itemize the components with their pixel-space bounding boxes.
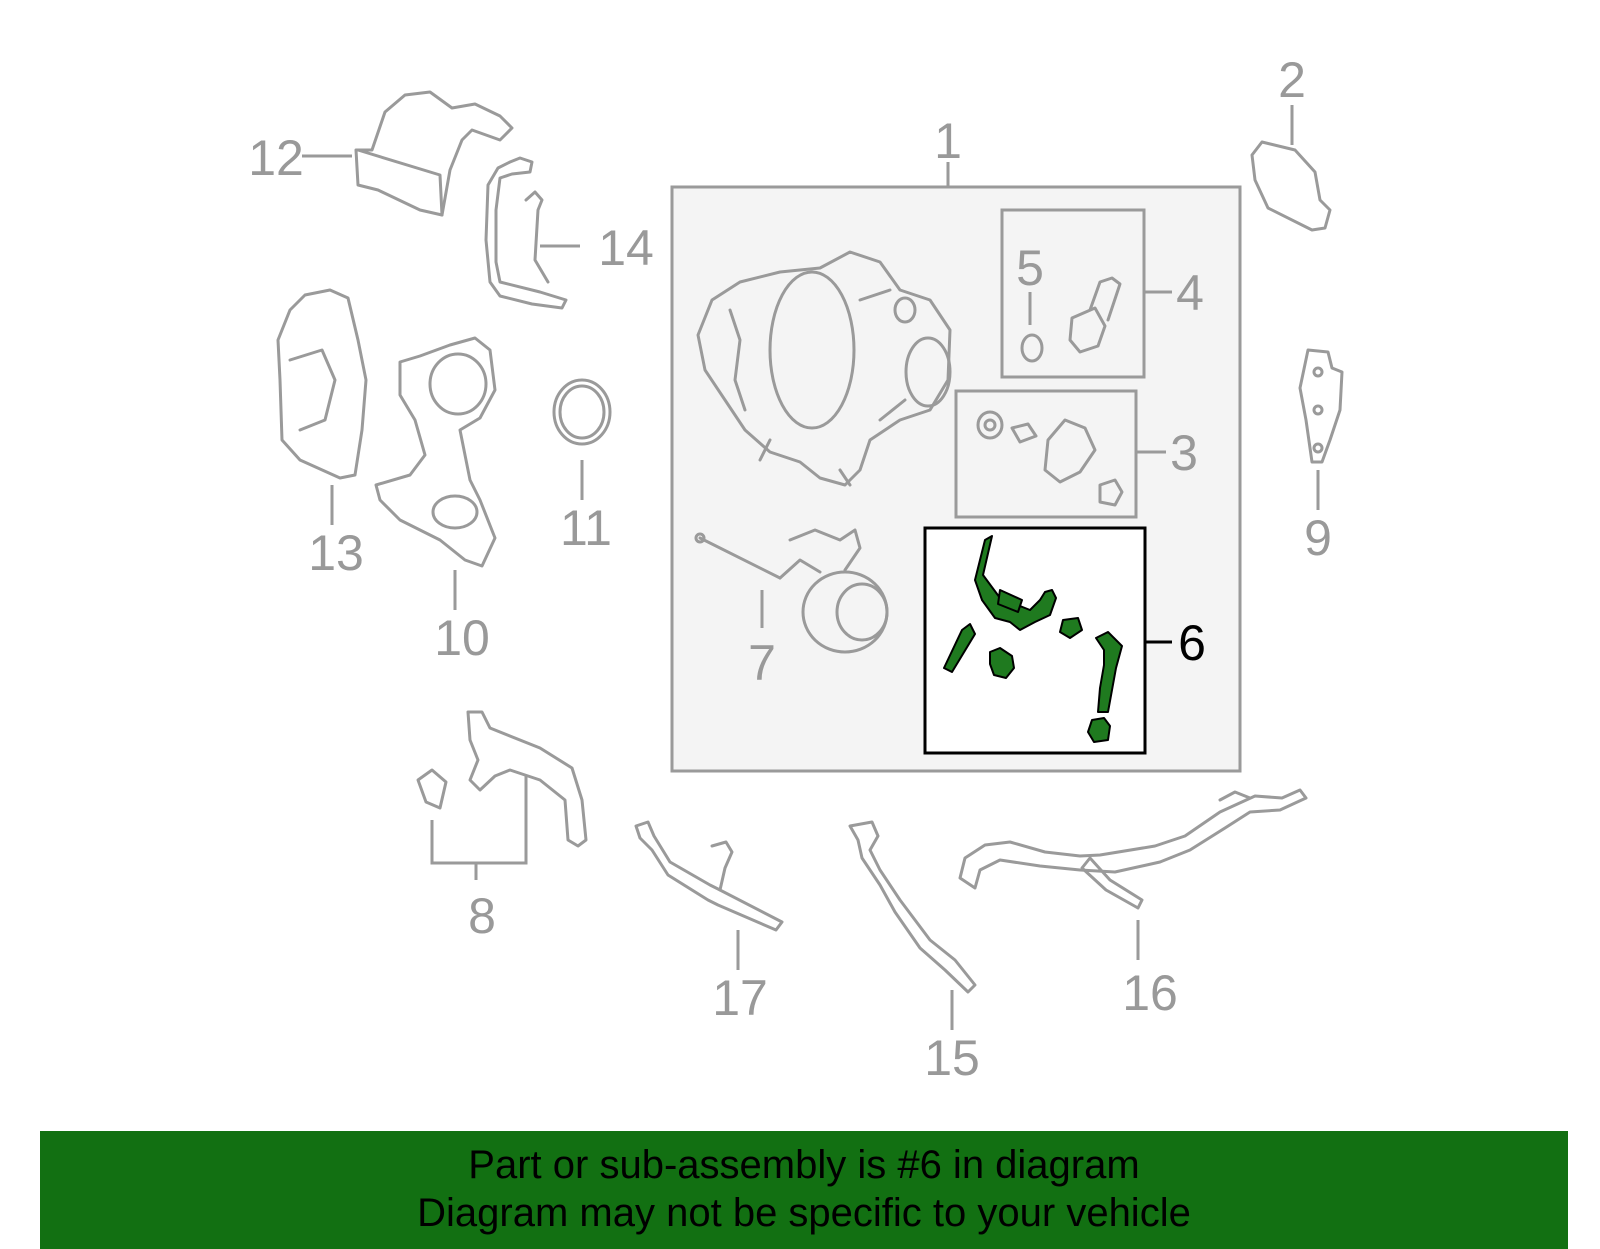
callout-3: 3 xyxy=(1170,425,1198,481)
callout-17: 17 xyxy=(712,970,768,1026)
turbocharger-part xyxy=(696,250,952,487)
part-12-heat-shield xyxy=(354,90,514,217)
callout-6: 6 xyxy=(1178,615,1206,671)
banner-line-2: Diagram may not be specific to your vehi… xyxy=(417,1191,1191,1235)
part-10-exhaust-pipe xyxy=(374,336,497,568)
callout-14: 14 xyxy=(598,220,654,276)
part-9-bracket xyxy=(1298,348,1344,464)
callout-4: 4 xyxy=(1176,265,1204,321)
callout-13: 13 xyxy=(308,525,364,581)
part-6-oil-line-kit xyxy=(943,535,1123,743)
part-16-oil-tube xyxy=(958,788,1308,910)
part-2-gasket xyxy=(1250,140,1332,232)
part-11-gasket-ring xyxy=(552,378,612,446)
part-8-brackets xyxy=(416,710,588,848)
banner-line-1: Part or sub-assembly is #6 in diagram xyxy=(468,1143,1140,1187)
callout-10: 10 xyxy=(434,610,490,666)
callout-11: 11 xyxy=(560,500,612,556)
part-4-fitting xyxy=(1068,276,1122,354)
part-14-oil-tube xyxy=(484,156,568,310)
part-13-shield xyxy=(276,288,368,480)
callout-9: 9 xyxy=(1304,510,1332,566)
callout-5: 5 xyxy=(1016,240,1044,296)
callout-1: 1 xyxy=(934,113,962,169)
callout-12: 12 xyxy=(248,130,304,186)
info-banner: Part or sub-assembly is #6 in diagram Di… xyxy=(40,1131,1568,1249)
part-15-oil-tube xyxy=(848,820,977,994)
part-3-fittings xyxy=(976,410,1124,507)
callout-16: 16 xyxy=(1122,965,1178,1021)
callout-2: 2 xyxy=(1278,52,1306,108)
callout-15: 15 xyxy=(924,1030,980,1086)
sub-box-4 xyxy=(1000,208,1146,379)
part-5-oring xyxy=(1020,292,1044,363)
callout-8: 8 xyxy=(468,888,496,944)
part-7-actuator xyxy=(694,528,889,654)
part-17-oil-tube xyxy=(634,820,784,932)
callout-7: 7 xyxy=(748,635,776,691)
